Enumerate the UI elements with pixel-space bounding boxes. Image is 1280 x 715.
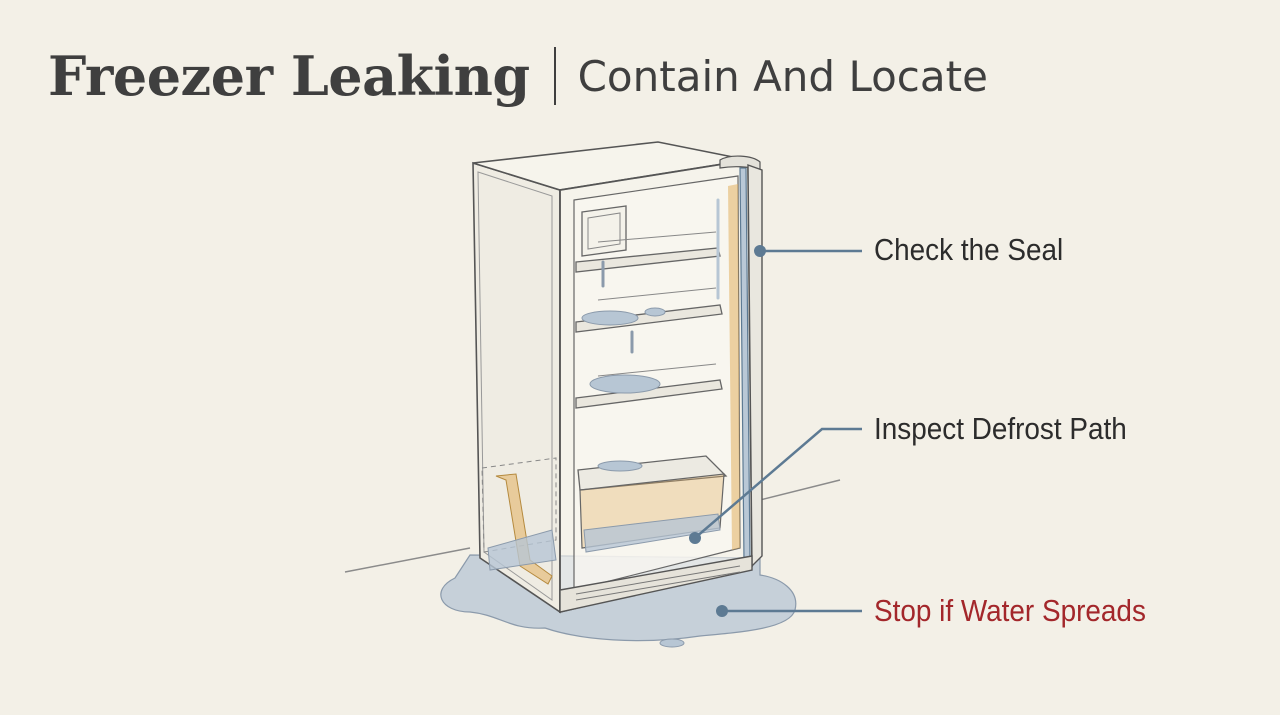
shelf-pool-1 — [581, 310, 639, 326]
drawer-water — [583, 513, 721, 553]
floor-line — [344, 547, 471, 573]
shelf-back-1 — [597, 231, 717, 243]
seal-highlight — [728, 184, 740, 550]
grille-line-1 — [575, 565, 741, 595]
shelf-pool-3 — [589, 374, 661, 394]
ice-maker-inner — [587, 212, 621, 250]
title-main: Freezer Leaking — [48, 44, 530, 108]
side-water — [487, 529, 557, 571]
page-title: Freezer Leaking Contain And Locate — [48, 38, 988, 114]
door-edge — [747, 164, 763, 568]
shelf-pool-2 — [644, 307, 666, 317]
title-subtitle: Contain And Locate — [577, 51, 988, 101]
drawer-pool — [597, 460, 643, 472]
title-divider — [553, 47, 556, 105]
shelf-back-2 — [597, 287, 717, 301]
drain-path-highlight — [495, 473, 553, 585]
grille-line-2 — [575, 571, 741, 601]
defrost-leader-line — [694, 427, 862, 539]
drawer-top — [577, 455, 728, 491]
seal-leader-dot — [754, 245, 766, 257]
callout-stop-water: Stop if Water Spreads — [874, 593, 1146, 628]
floor-line-right — [759, 479, 841, 501]
shelf-1 — [575, 247, 721, 273]
ice-maker — [581, 205, 627, 257]
freezer-base — [559, 555, 753, 613]
shelf-back-3 — [597, 363, 717, 377]
water-drop — [659, 638, 685, 648]
defrost-leader-dot — [689, 532, 701, 544]
shelf-3 — [575, 379, 723, 409]
freezer-side-inner — [477, 171, 553, 601]
water-leader-dot — [716, 605, 728, 617]
drain-tray — [481, 457, 557, 553]
callout-check-seal: Check the Seal — [874, 232, 1064, 267]
callout-inspect-defrost: Inspect Defrost Path — [874, 411, 1127, 446]
